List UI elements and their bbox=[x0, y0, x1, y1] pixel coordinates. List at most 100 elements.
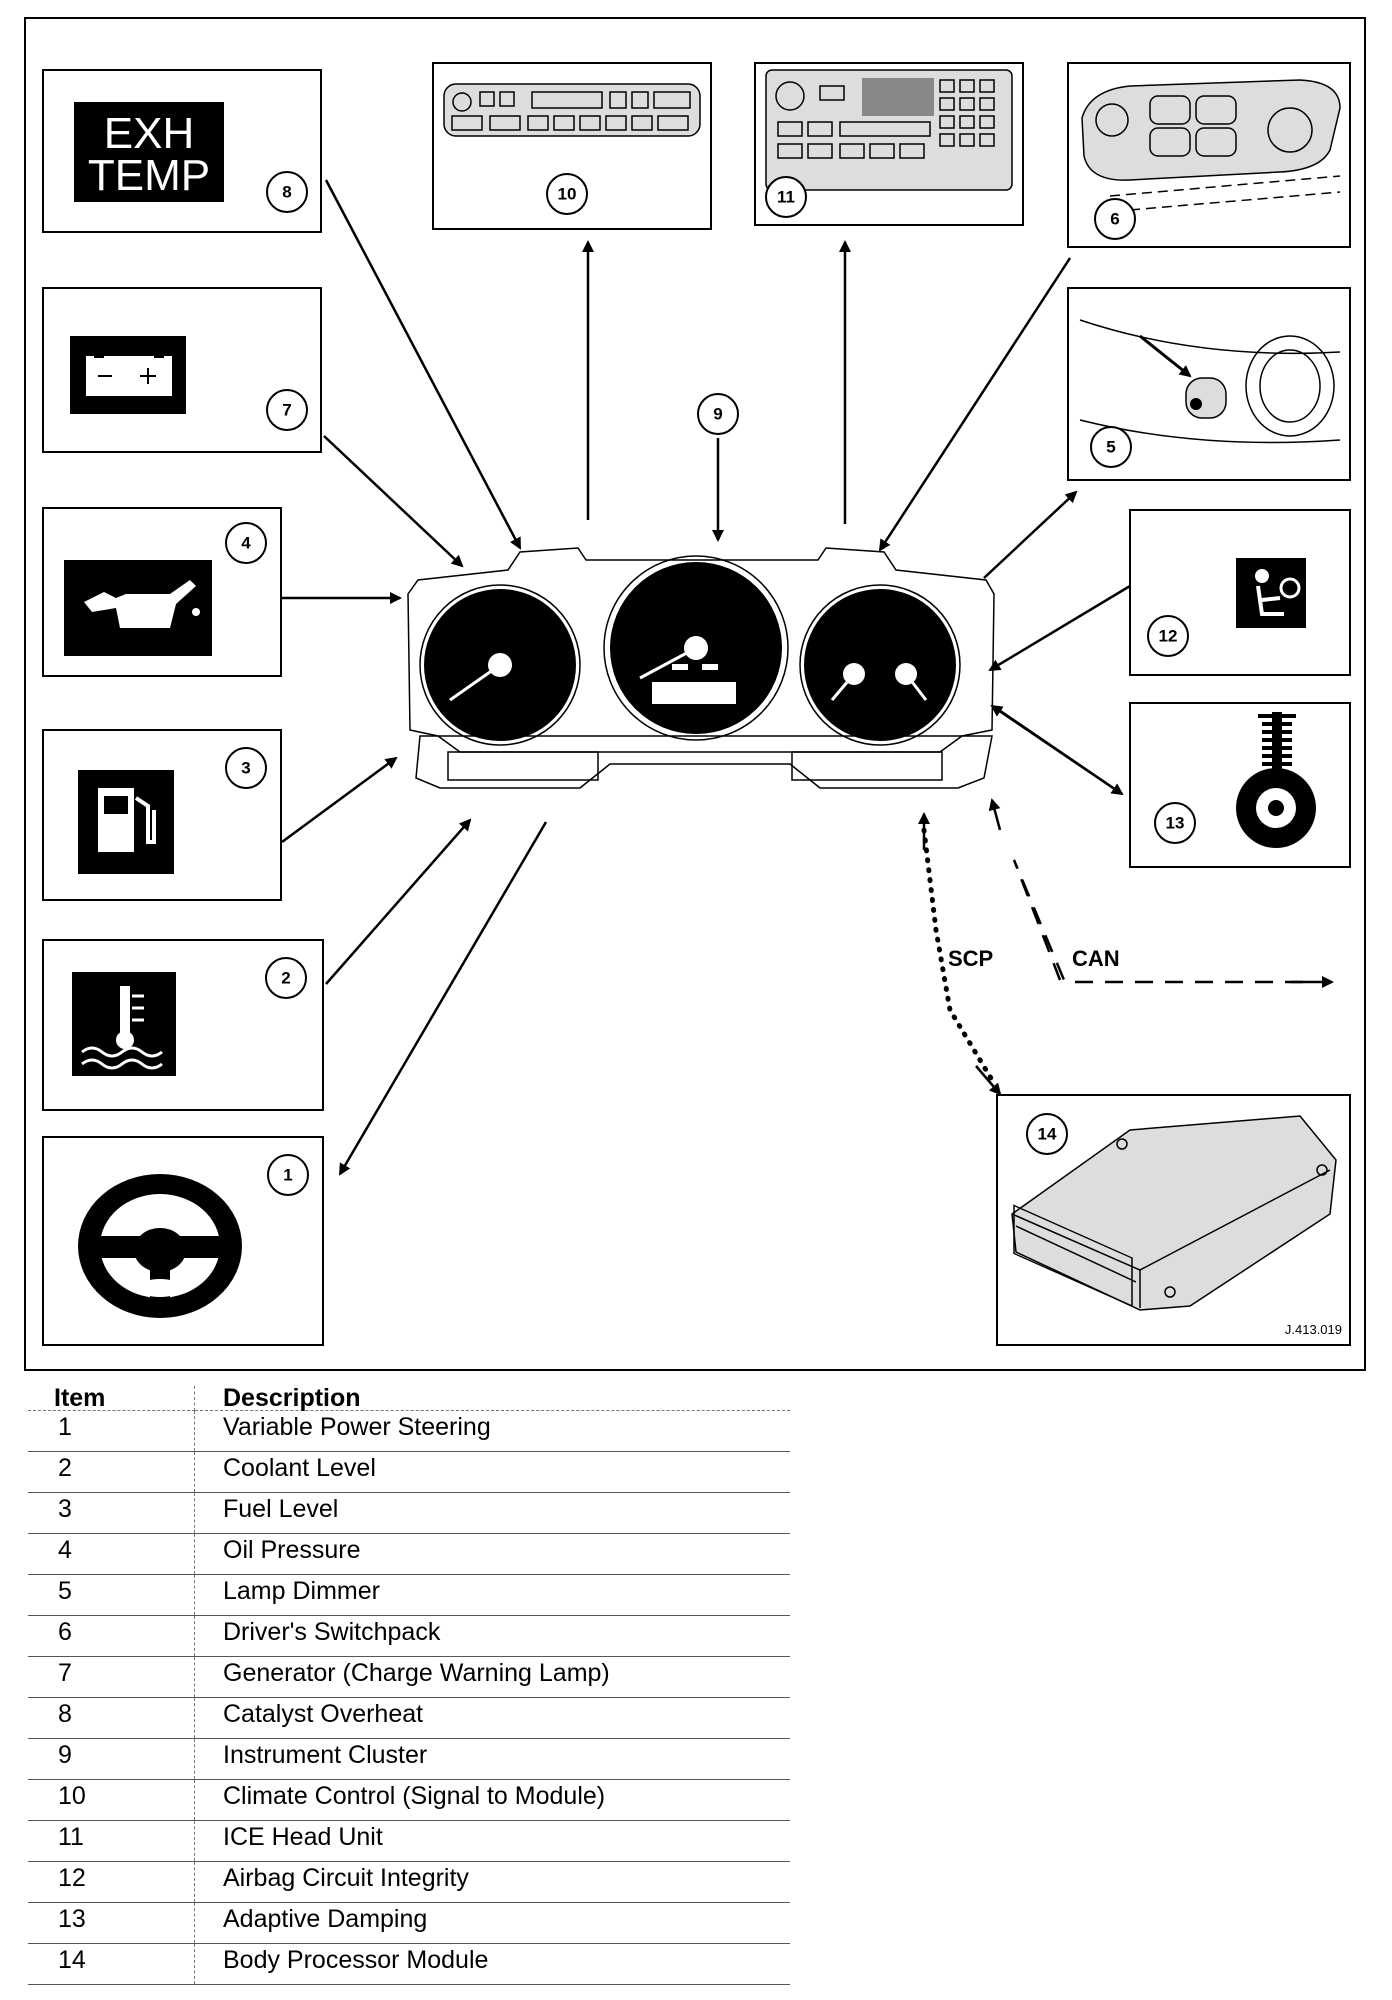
steering-wheel-icon bbox=[78, 1174, 242, 1318]
row-item: 4 bbox=[28, 1533, 195, 1575]
row-description: Body Processor Module bbox=[194, 1943, 790, 1985]
row-description: Driver's Switchpack bbox=[194, 1615, 790, 1657]
exh-temp-icon bbox=[74, 102, 224, 202]
callout-14-circle bbox=[1026, 1113, 1068, 1155]
arrow-5 bbox=[983, 490, 1078, 579]
row-item: 2 bbox=[28, 1451, 195, 1493]
box-airbag: 12 bbox=[1129, 509, 1351, 676]
callout-7: 7 bbox=[282, 401, 291, 420]
diagram-frame bbox=[24, 17, 1366, 1371]
row-item: 13 bbox=[28, 1902, 195, 1944]
row-description: Airbag Circuit Integrity bbox=[194, 1861, 790, 1903]
can-bus-line bbox=[1012, 859, 1310, 984]
row-description: ICE Head Unit bbox=[194, 1820, 790, 1862]
box-climate-control: 10 bbox=[432, 62, 712, 230]
figure-reference: J.413.019 bbox=[1285, 1322, 1342, 1337]
box-generator: 7 bbox=[42, 287, 322, 453]
callout-14: 14 bbox=[1038, 1125, 1057, 1144]
callout-10: 10 bbox=[558, 185, 577, 204]
callout-1: 1 bbox=[283, 1166, 292, 1185]
coolant-icon bbox=[72, 972, 176, 1076]
row-description: Generator (Charge Warning Lamp) bbox=[194, 1656, 790, 1698]
row-item: 5 bbox=[28, 1574, 195, 1616]
callout-7-circle bbox=[266, 389, 308, 431]
row-description: Oil Pressure bbox=[194, 1533, 790, 1575]
row-item: 11 bbox=[28, 1820, 195, 1862]
callout-8-circle bbox=[266, 171, 308, 213]
row-item: 7 bbox=[28, 1656, 195, 1698]
row-item: 3 bbox=[28, 1492, 195, 1534]
can-label: CAN bbox=[1072, 946, 1120, 971]
header-description: Description bbox=[194, 1386, 790, 1411]
arrow-7 bbox=[323, 435, 464, 568]
row-description: Adaptive Damping bbox=[194, 1902, 790, 1944]
box-catalyst-overheat: EXH TEMP 8 bbox=[42, 69, 322, 233]
callout-3-circle bbox=[225, 747, 267, 789]
row-description: Instrument Cluster bbox=[194, 1738, 790, 1780]
arrow-12 bbox=[988, 584, 1131, 672]
header-item: Item bbox=[28, 1386, 195, 1411]
can-arrow-up bbox=[988, 798, 1002, 831]
exh-temp-line2: TEMP bbox=[88, 151, 210, 200]
row-item: 1 bbox=[28, 1410, 195, 1452]
oil-can-icon bbox=[64, 560, 212, 656]
box-adaptive-damping: 13 bbox=[1129, 702, 1351, 868]
ice-head-unit-panel bbox=[765, 69, 1013, 191]
callout-1-circle bbox=[267, 1154, 309, 1196]
arrow-8 bbox=[324, 179, 522, 550]
callout-11: 11 bbox=[777, 188, 795, 207]
callout-2: 2 bbox=[281, 969, 290, 988]
fuel-pump-icon bbox=[78, 770, 174, 874]
row-description: Fuel Level bbox=[194, 1492, 790, 1534]
box-drivers-switchpack: 6 bbox=[1067, 62, 1351, 248]
callout-9-circle bbox=[697, 393, 739, 435]
box-ice-head-unit: 11 bbox=[754, 62, 1024, 226]
row-description: Lamp Dimmer bbox=[194, 1574, 790, 1616]
callout-6: 6 bbox=[1110, 210, 1119, 229]
arrow-13-back bbox=[990, 704, 1123, 796]
row-item: 14 bbox=[28, 1943, 195, 1985]
airbag-icon bbox=[1236, 558, 1306, 628]
row-item: 8 bbox=[28, 1697, 195, 1739]
arrow-3 bbox=[281, 756, 398, 844]
scp-bus-line bbox=[921, 827, 995, 1083]
box-fuel-level: 3 bbox=[42, 729, 282, 901]
row-item: 12 bbox=[28, 1861, 195, 1903]
box-power-steering: 1 bbox=[42, 1136, 324, 1346]
arrow-2 bbox=[325, 818, 472, 985]
callout-4-circle bbox=[225, 522, 267, 564]
battery-icon bbox=[70, 336, 186, 414]
callout-13-circle bbox=[1154, 802, 1196, 844]
instrument-cluster bbox=[407, 547, 995, 789]
callout-8: 8 bbox=[282, 183, 291, 202]
callout-12-circle bbox=[1147, 615, 1189, 657]
callout-13: 13 bbox=[1166, 814, 1185, 833]
arrow-1 bbox=[338, 821, 548, 1176]
callout-5: 5 bbox=[1106, 438, 1115, 457]
row-description: Coolant Level bbox=[194, 1451, 790, 1493]
row-item: 9 bbox=[28, 1738, 195, 1780]
box-coolant-level: 2 bbox=[42, 939, 324, 1111]
callout-12: 12 bbox=[1159, 627, 1178, 646]
callout-11-circle bbox=[765, 176, 807, 218]
scp-label: SCP bbox=[948, 946, 993, 971]
damper-icon bbox=[1236, 712, 1316, 848]
row-item: 6 bbox=[28, 1615, 195, 1657]
climate-control-panel bbox=[443, 83, 701, 137]
row-description: Variable Power Steering bbox=[194, 1410, 790, 1452]
callout-9: 9 bbox=[713, 405, 722, 424]
